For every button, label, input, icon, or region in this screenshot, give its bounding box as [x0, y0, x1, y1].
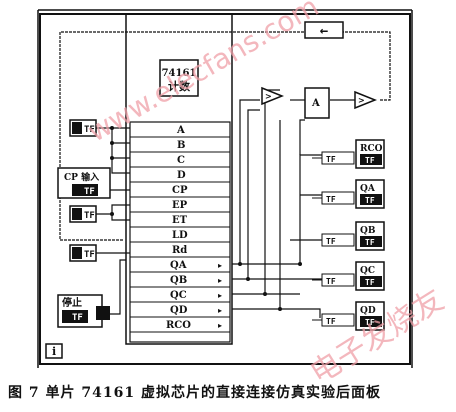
pin-c: C	[177, 155, 185, 166]
control-1[interactable]: TF	[69, 119, 97, 137]
pin-ld: LD	[172, 230, 188, 241]
svg-text:▸: ▸	[218, 305, 222, 315]
indicator-type: TF	[326, 277, 336, 286]
arrow-box	[304, 21, 344, 39]
indicator-name: QB	[360, 226, 376, 236]
svg-text:▸: ▸	[218, 260, 222, 270]
indicator-name: QC	[360, 266, 375, 276]
svg-text:▸: ▸	[218, 275, 222, 285]
pin-qc: QC	[170, 290, 187, 301]
svg-text:A: A	[311, 98, 320, 109]
pin-rd: Rd	[172, 245, 187, 256]
compare-gate-2: >	[354, 90, 378, 110]
stop-indicator	[96, 306, 110, 320]
indicator-value: TF	[365, 156, 375, 165]
indicator-value: TF	[365, 278, 375, 287]
compare-gate-1: >	[261, 86, 285, 106]
pin-et: ET	[172, 215, 188, 226]
svg-text:>: >	[265, 91, 272, 101]
pin-qd: QD	[170, 305, 188, 316]
cp-input-label: CP 输入	[64, 171, 99, 183]
chip-mode-label: 计数	[168, 79, 191, 93]
cp-input-control[interactable]: CP 输入 TF	[57, 167, 111, 199]
svg-text:▸: ▸	[218, 320, 222, 330]
indicator-name: QD	[360, 306, 376, 316]
indicator-rco: TF RCO TF	[312, 139, 385, 169]
svg-text:TF: TF	[84, 211, 95, 221]
loop-iteration-icon: i	[52, 345, 56, 358]
control-3[interactable]: TF	[69, 205, 97, 223]
indicator-qb: TF QB TF	[312, 221, 385, 251]
indicator-column: TF RCO TF TF QA TF TF QB TF TF QC TF TF QD TF	[312, 139, 385, 331]
stop-label: 停止	[62, 296, 82, 309]
chip-body	[125, 13, 233, 345]
indicator-type: TF	[326, 155, 336, 164]
indicator-type: TF	[326, 195, 336, 204]
and-block: A	[304, 87, 330, 119]
pin-d: D	[177, 170, 186, 181]
pin-rco: RCO	[166, 320, 191, 331]
indicator-qd: TF QD TF	[312, 301, 385, 331]
pin-b: B	[177, 140, 185, 151]
chip-part-label: 74161	[162, 68, 197, 79]
svg-text:TF: TF	[84, 187, 95, 197]
pin-qb: QB	[170, 275, 187, 286]
pin-ep: EP	[172, 200, 188, 211]
pin-a: A	[176, 125, 185, 136]
pin-qa: QA	[170, 260, 187, 271]
output-wiring	[232, 89, 355, 318]
arrow-icon: ←	[320, 23, 328, 39]
indicator-value: TF	[365, 196, 375, 205]
svg-text:TF: TF	[84, 125, 95, 135]
indicator-type: TF	[326, 317, 336, 326]
figure-caption: 图 7 单片 74161 虚拟芯片的直接连接仿真实验后面板	[8, 385, 381, 401]
pin-table: A B C D CP EP ET LD Rd QA QB QC QD RCO ▸…	[129, 121, 231, 343]
feedback-wire	[59, 31, 391, 241]
control-4[interactable]: TF	[69, 244, 97, 262]
svg-text:>: >	[358, 95, 365, 105]
indicator-name: QA	[360, 184, 376, 194]
indicator-type: TF	[326, 237, 336, 246]
indicator-value: TF	[365, 318, 375, 327]
loop-iteration-box	[45, 343, 63, 359]
indicator-qc: TF QC TF	[312, 261, 385, 291]
chip-icon	[159, 59, 199, 97]
svg-text:TF: TF	[72, 313, 83, 323]
indicator-name: RCO	[360, 144, 383, 154]
svg-text:TF: TF	[84, 250, 95, 260]
svg-text:▸: ▸	[218, 290, 222, 300]
indicator-qa: TF QA TF	[312, 179, 385, 209]
stop-button[interactable]: 停止 TF	[57, 294, 103, 328]
indicator-value: TF	[365, 238, 375, 247]
pin-cp: CP	[172, 185, 188, 196]
